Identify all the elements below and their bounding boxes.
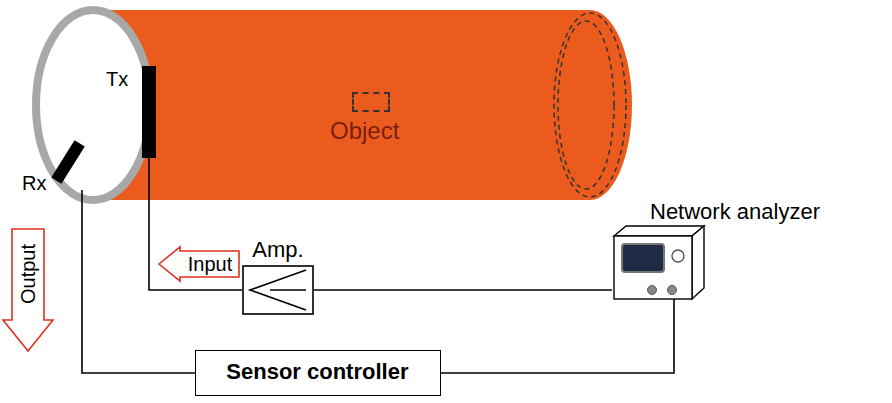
tx-sensor-label: Tx	[106, 68, 128, 90]
tx-sensor: Tx	[106, 66, 156, 158]
tx-electrode	[142, 66, 156, 158]
analyzer-knob	[672, 250, 684, 262]
rx-sensor-label: Rx	[22, 172, 46, 194]
amplifier-line	[270, 289, 306, 291]
rx-electrode	[51, 140, 84, 184]
analyzer-port	[668, 286, 677, 295]
analyzer-side	[692, 226, 704, 299]
pipe-end-outline	[554, 13, 626, 197]
amplifier: Amp.	[242, 238, 314, 316]
amplifier-triangle	[250, 270, 306, 310]
amplifier-label: Amp.	[252, 238, 303, 262]
amplifier-box	[243, 266, 313, 314]
output-arrow: Output	[2, 228, 54, 352]
sensor-controller: Sensor controller	[195, 350, 441, 396]
signal-wire	[149, 158, 242, 290]
analyzer-port	[648, 286, 657, 295]
signal-wire	[314, 289, 612, 291]
network-analyzer: Network analyzer	[612, 200, 888, 300]
output-arrow-label: Output	[17, 244, 39, 304]
analyzer-top	[614, 226, 704, 236]
network-analyzer-label: Network analyzer	[650, 200, 820, 224]
signal-wire	[441, 299, 674, 373]
arrow-outline	[159, 247, 239, 281]
rx-sensor: Rx	[22, 138, 88, 194]
signal-wire	[82, 190, 195, 373]
analyzer-icon	[612, 224, 712, 300]
sensor-controller-label: Sensor controller	[226, 360, 408, 384]
analyzer-front	[614, 236, 692, 299]
arrow-outline	[3, 229, 53, 351]
analyzer-screen	[622, 244, 664, 272]
sensor-ring	[36, 10, 150, 200]
object-outline	[352, 92, 390, 112]
pipe-end-inner	[558, 21, 614, 189]
input-arrow-label: Input	[188, 253, 232, 275]
pipe-body	[93, 10, 632, 200]
object-target: Object	[330, 92, 414, 150]
object-target-label: Object	[330, 118, 399, 144]
input-arrow: Input	[158, 246, 240, 282]
